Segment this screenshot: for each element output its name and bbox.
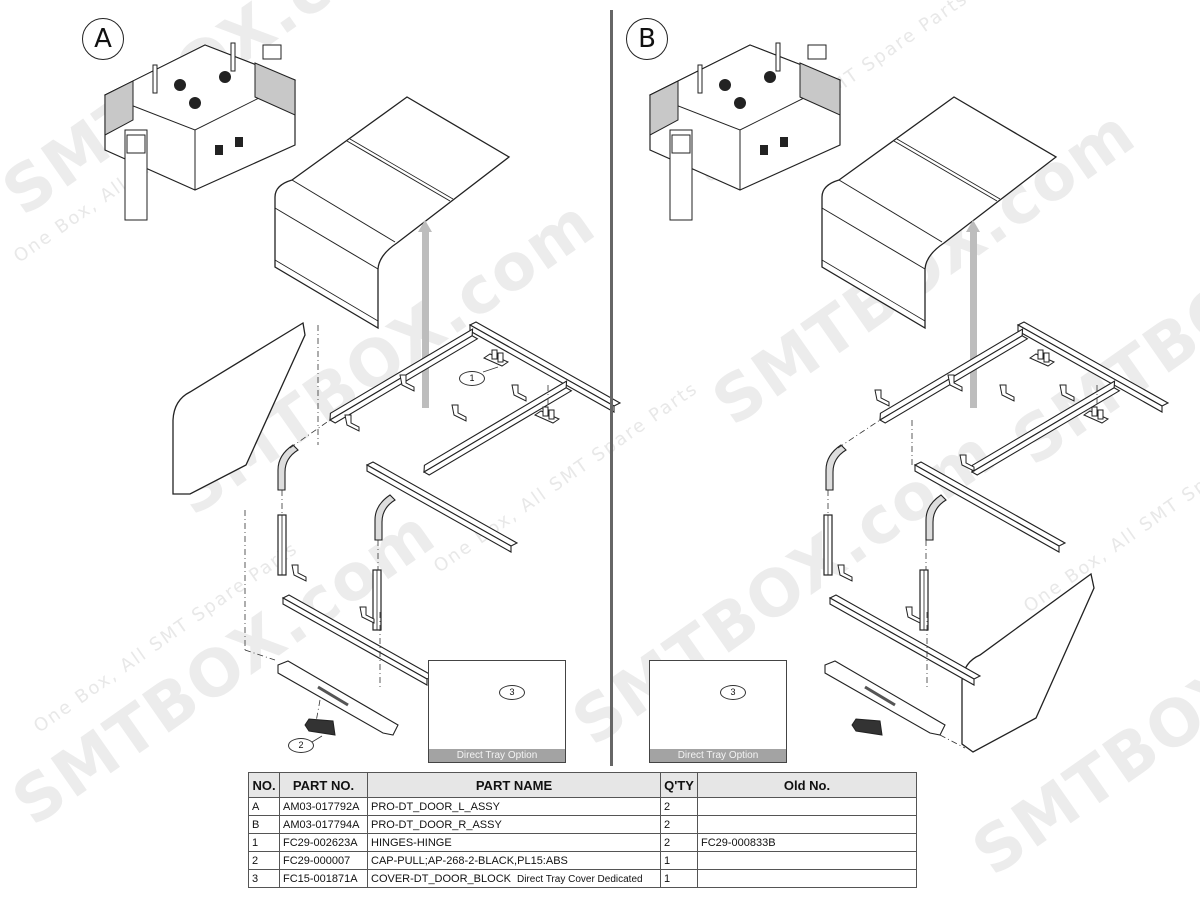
cell-qty: 1 bbox=[660, 869, 698, 888]
cell-no: B bbox=[248, 815, 280, 834]
cell-part-name: PRO-DT_DOOR_L_ASSY bbox=[367, 797, 661, 816]
cell-part-name: COVER-DT_DOOR_BLOCK Direct Tray Cover Ded… bbox=[367, 869, 661, 888]
col-header-part-no: PART NO. bbox=[279, 772, 368, 798]
top-cover-a bbox=[274, 96, 510, 329]
machine-thumbnail-a bbox=[104, 42, 296, 221]
top-cover-b bbox=[821, 96, 1057, 329]
col-header-part-name: PART NAME bbox=[367, 772, 661, 798]
callout-1: 1 bbox=[459, 371, 485, 386]
cell-qty: 2 bbox=[660, 833, 698, 852]
part-note: Direct Tray Cover Dedicated bbox=[516, 873, 643, 885]
inset-caption: Direct Tray Option bbox=[650, 749, 786, 762]
cell-part-no: AM03-017792A bbox=[279, 797, 368, 816]
cell-old-no bbox=[697, 815, 917, 834]
cell-old-no: FC29-000833B bbox=[697, 833, 917, 852]
cell-part-no: FC15-001871A bbox=[279, 869, 368, 888]
panel-divider bbox=[610, 10, 613, 766]
side-door-panel-b bbox=[961, 572, 1095, 753]
table-row: A AM03-017792A PRO-DT_DOOR_L_ASSY 2 bbox=[248, 797, 917, 816]
col-header-qty: Q'TY bbox=[660, 772, 698, 798]
table-row: 1 FC29-002623A HINGES-HINGE 2 FC29-00083… bbox=[248, 833, 917, 852]
cell-part-name: PRO-DT_DOOR_R_ASSY bbox=[367, 815, 661, 834]
part-name-text: PRO-DT_DOOR_L_ASSY bbox=[371, 800, 500, 813]
panel-label-a: A bbox=[82, 18, 124, 60]
table-header-row: NO. PART NO. PART NAME Q'TY Old No. bbox=[248, 772, 917, 798]
cell-qty: 1 bbox=[660, 851, 698, 870]
cell-no: 3 bbox=[248, 869, 280, 888]
cell-qty: 2 bbox=[660, 797, 698, 816]
table-row: 3 FC15-001871A COVER-DT_DOOR_BLOCK Direct… bbox=[248, 869, 917, 888]
callout-2: 2 bbox=[288, 738, 314, 753]
inset-direct-tray-a: 3 Direct Tray Option bbox=[428, 660, 566, 763]
cell-qty: 2 bbox=[660, 815, 698, 834]
table-row: B AM03-017794A PRO-DT_DOOR_R_ASSY 2 bbox=[248, 815, 917, 834]
inset-caption: Direct Tray Option bbox=[429, 749, 565, 762]
machine-thumbnail-b bbox=[649, 42, 841, 221]
cell-old-no bbox=[697, 851, 917, 870]
inset-direct-tray-b: 3 Direct Tray Option bbox=[649, 660, 787, 763]
cell-old-no bbox=[697, 869, 917, 888]
part-name-text: COVER-DT_DOOR_BLOCK bbox=[371, 872, 511, 885]
part-name-text: HINGES-HINGE bbox=[371, 836, 452, 849]
cell-no: 2 bbox=[248, 851, 280, 870]
part-name-text: CAP-PULL;AP-268-2-BLACK,PL15:ABS bbox=[371, 854, 568, 867]
table-row: 2 FC29-000007 CAP-PULL;AP-268-2-BLACK,PL… bbox=[248, 851, 917, 870]
parts-table: NO. PART NO. PART NAME Q'TY Old No. A AM… bbox=[248, 772, 917, 888]
cell-no: 1 bbox=[248, 833, 280, 852]
callout-3: 3 bbox=[499, 685, 525, 700]
cell-part-no: FC29-002623A bbox=[279, 833, 368, 852]
side-door-panel-a bbox=[172, 321, 306, 495]
cell-part-name: CAP-PULL;AP-268-2-BLACK,PL15:ABS bbox=[367, 851, 661, 870]
panel-b-drawing bbox=[649, 42, 1169, 753]
cell-part-no: AM03-017794A bbox=[279, 815, 368, 834]
callout-3: 3 bbox=[720, 685, 746, 700]
cell-part-name: HINGES-HINGE bbox=[367, 833, 661, 852]
cell-part-no: FC29-000007 bbox=[279, 851, 368, 870]
panel-a-drawing bbox=[104, 42, 621, 743]
part-name-text: PRO-DT_DOOR_R_ASSY bbox=[371, 818, 502, 831]
col-header-no: NO. bbox=[248, 772, 280, 798]
cell-old-no bbox=[697, 797, 917, 816]
col-header-old-no: Old No. bbox=[697, 772, 917, 798]
cell-no: A bbox=[248, 797, 280, 816]
panel-label-b: B bbox=[626, 18, 668, 60]
